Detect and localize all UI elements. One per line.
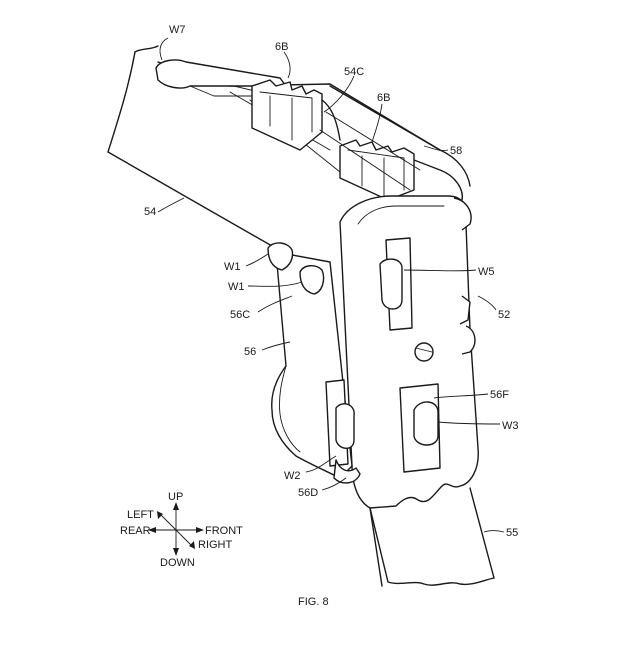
label-58: 58 (450, 145, 462, 157)
label-55: 55 (506, 527, 518, 539)
arrow-up-icon (173, 502, 179, 510)
dir-up: UP (168, 491, 183, 503)
label-56c: 56C (230, 309, 250, 321)
bracket-6b-right (340, 140, 414, 200)
arrow-right-icon (189, 541, 195, 549)
dir-rear: REAR (120, 525, 151, 537)
label-54: 54 (144, 206, 156, 218)
label-w2: W2 (284, 470, 301, 482)
label-w7: W7 (169, 24, 186, 36)
arrow-front-icon (196, 527, 204, 533)
label-56f: 56F (490, 389, 509, 401)
label-w5: W5 (478, 266, 495, 278)
label-w1-lower: W1 (228, 281, 245, 293)
dir-left: LEFT (127, 509, 154, 521)
label-54c: 54C (344, 66, 364, 78)
label-6b-top: 6B (275, 41, 288, 53)
figure-caption: FIG. 8 (298, 596, 329, 608)
label-w1-upper: W1 (224, 261, 241, 273)
direction-indicator: UP LEFT REAR FRONT RIGHT DOWN (120, 491, 243, 569)
label-w3: W3 (502, 420, 519, 432)
dir-front: FRONT (205, 525, 243, 537)
label-56d: 56D (298, 487, 318, 499)
label-52: 52 (498, 309, 510, 321)
bracket-52 (340, 196, 478, 508)
bracket-6b-top (252, 80, 322, 150)
label-56: 56 (244, 346, 256, 358)
arrow-left-icon (157, 511, 163, 519)
arrow-down-icon (173, 548, 179, 556)
dir-right: RIGHT (198, 539, 233, 551)
label-6b-right: 6B (377, 92, 390, 104)
dir-down: DOWN (160, 557, 195, 569)
